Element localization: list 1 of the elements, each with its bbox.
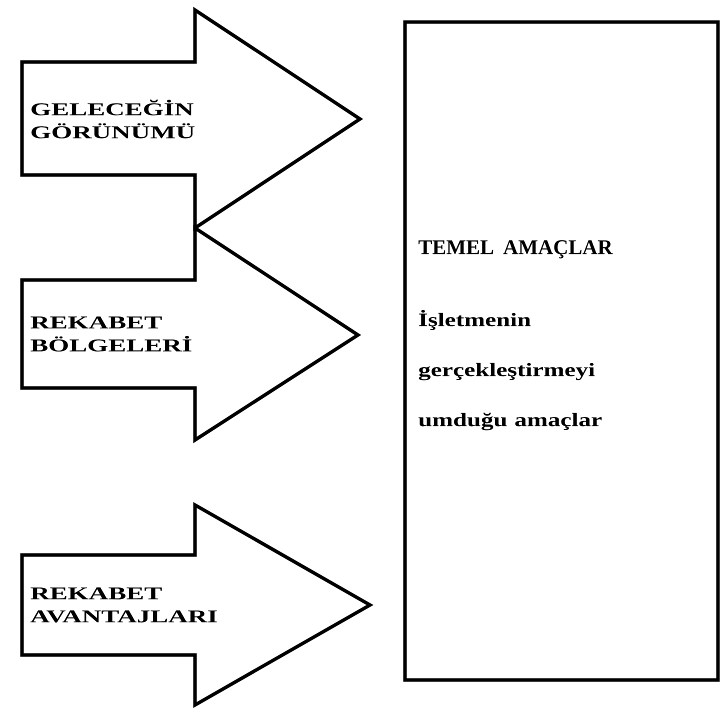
goal-box: TEMEL AMAÇLAR İşletmenin gerçekleştirmeyi umduğu amaçlar — [403, 20, 720, 682]
